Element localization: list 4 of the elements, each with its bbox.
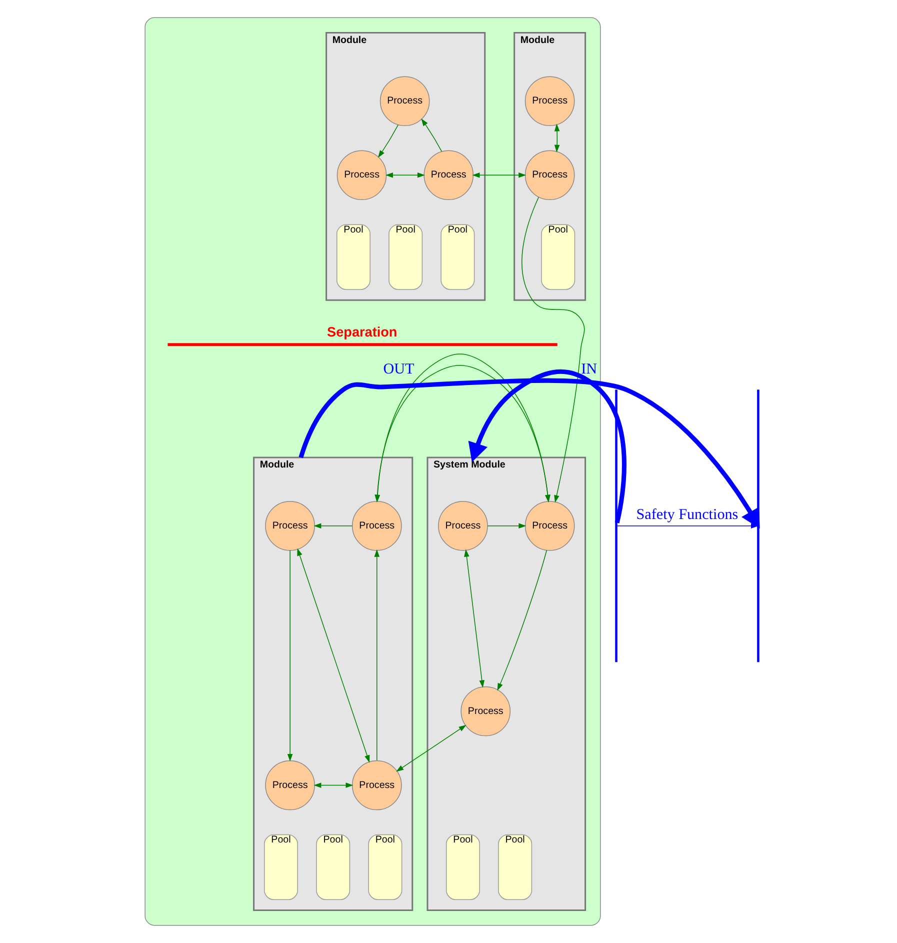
edge-label: Safety Functions	[636, 507, 738, 524]
label: Separation	[326, 324, 397, 340]
edge-label: OUT	[382, 361, 414, 378]
edge-label: IN	[580, 361, 597, 378]
